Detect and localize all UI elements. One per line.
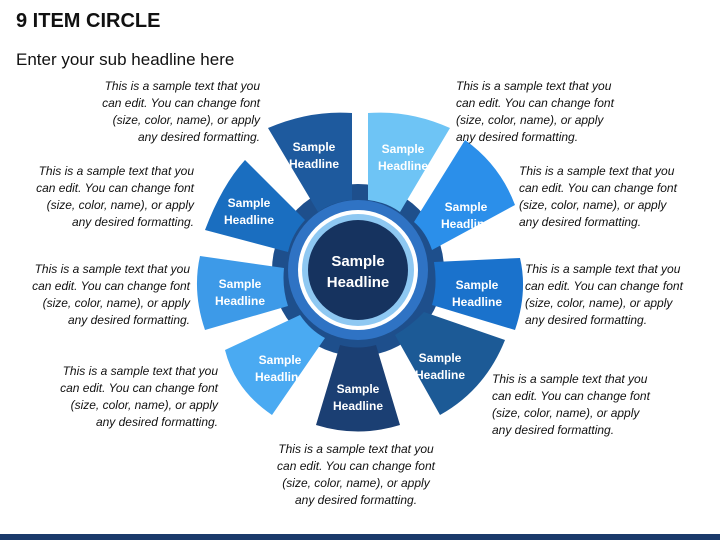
segment-item-2[interactable]: Sample Headline: [368, 112, 450, 212]
description-item-5: This is a sample text that you can edit.…: [492, 372, 650, 437]
segment-item-4[interactable]: Sample Headline: [432, 258, 524, 330]
segment-item-1[interactable]: Sample Headline: [268, 112, 352, 212]
segment-item-8-line2: Headline: [215, 294, 265, 308]
segment-item-8-line1: Sample: [219, 277, 262, 291]
segment-item-7[interactable]: Sample Headline: [225, 315, 325, 415]
description-item-1: This is a sample text that you can edit.…: [102, 79, 260, 144]
segment-item-1-line2: Headline: [289, 157, 339, 171]
segment-item-9-line2: Headline: [224, 213, 274, 227]
description-item-9: This is a sample text that you can edit.…: [36, 164, 194, 229]
segment-item-3-line1: Sample: [445, 200, 488, 214]
center-headline-line2: Headline: [327, 274, 390, 291]
hub-center: [308, 220, 408, 320]
segment-item-2-line2: Headline: [378, 159, 428, 173]
segment-item-9[interactable]: Sample Headline: [205, 160, 305, 252]
segment-item-6-line1: Sample: [337, 382, 380, 396]
description-item-4: This is a sample text that you can edit.…: [525, 262, 683, 327]
segment-item-3[interactable]: Sample Headline: [414, 140, 515, 250]
segment-item-9-line1: Sample: [228, 196, 271, 210]
segment-item-7-line2: Headline: [255, 370, 305, 384]
description-item-7: This is a sample text that you can edit.…: [60, 364, 218, 429]
segment-item-8[interactable]: Sample Headline: [196, 256, 288, 330]
page-subtitle: Enter your sub headline here: [16, 50, 235, 69]
segment-item-4-line2: Headline: [452, 295, 502, 309]
description-item-2: This is a sample text that you can edit.…: [456, 79, 614, 144]
segment-item-5-line2: Headline: [415, 368, 465, 382]
segment-item-5[interactable]: Sample Headline: [395, 312, 505, 415]
segment-item-5-line1: Sample: [419, 351, 462, 365]
center-headline-line1: Sample: [331, 253, 384, 270]
segment-item-6[interactable]: Sample Headline: [316, 345, 400, 432]
segment-item-2-line1: Sample: [382, 142, 425, 156]
segment-item-1-line1: Sample: [293, 140, 336, 154]
segment-item-4-line1: Sample: [456, 278, 499, 292]
page-title: 9 ITEM CIRCLE: [16, 10, 161, 32]
bottom-accent-bar: [0, 534, 720, 540]
description-item-6: This is a sample text that you can edit.…: [277, 442, 435, 507]
segment-item-6-line2: Headline: [333, 399, 383, 413]
description-item-8: This is a sample text that you can edit.…: [32, 262, 190, 327]
segment-item-7-line1: Sample: [259, 353, 302, 367]
segment-item-3-line2: Headline: [441, 217, 491, 231]
description-item-3: This is a sample text that you can edit.…: [519, 164, 677, 229]
